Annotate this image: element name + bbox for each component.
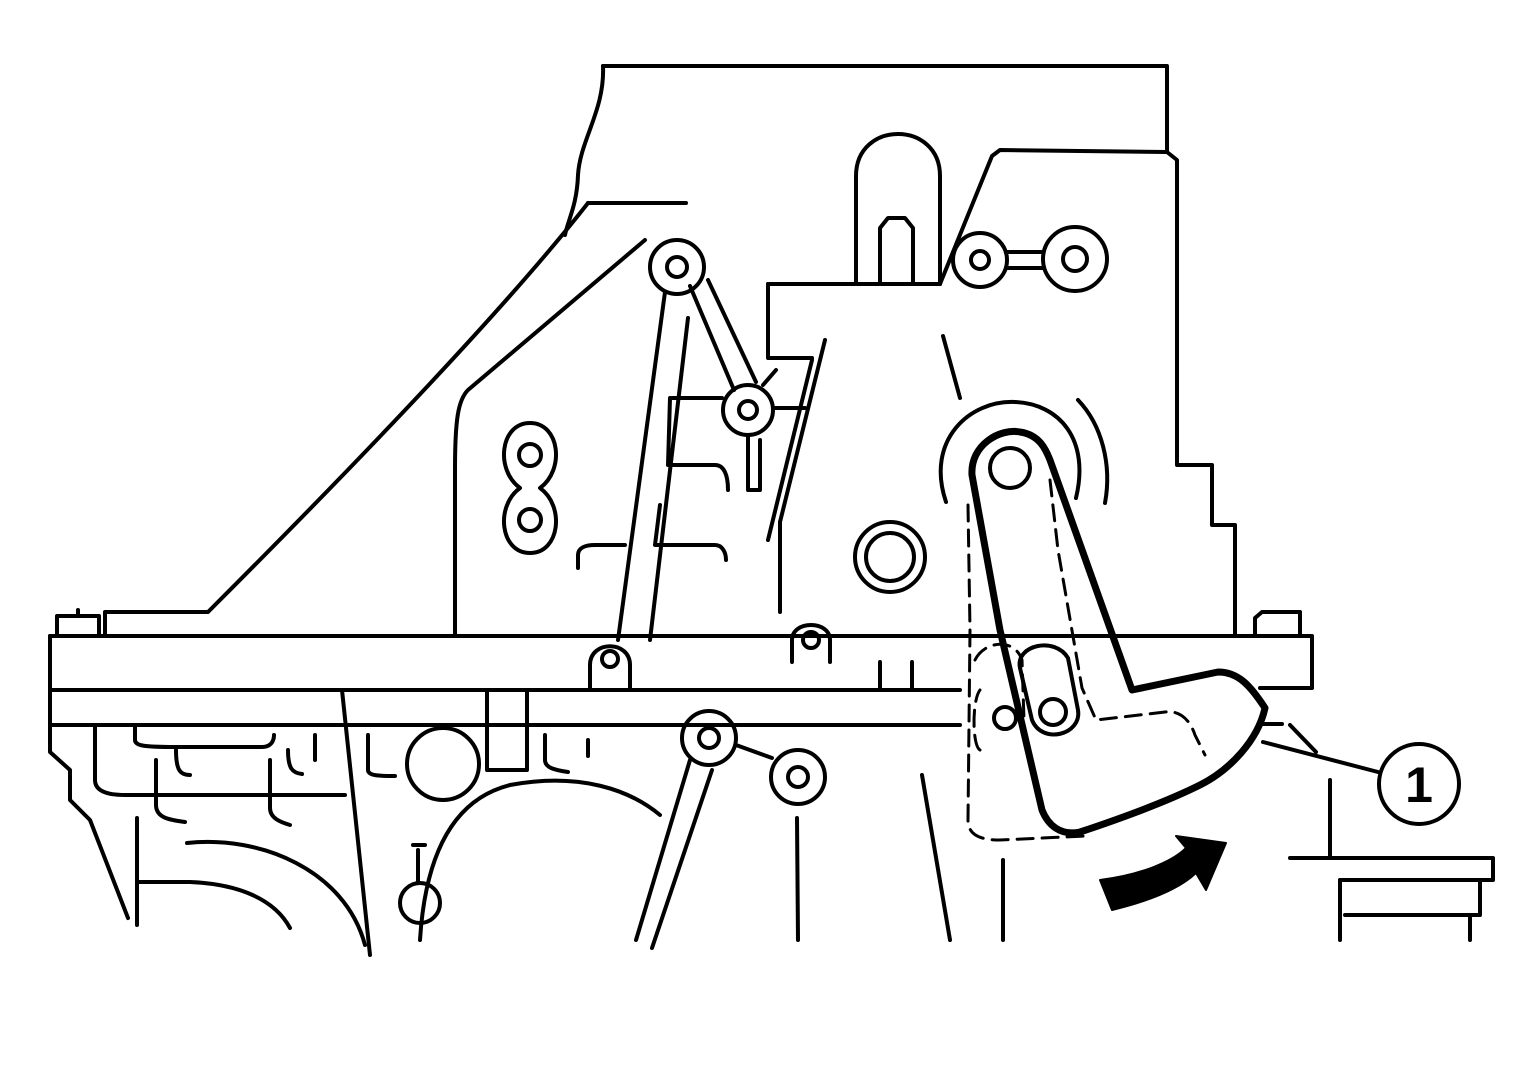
callout-label: 1: [1405, 757, 1433, 813]
linkage-assembly: [576, 238, 827, 642]
top-slot: [854, 132, 942, 286]
center-bolt: [853, 520, 927, 594]
lever-tool: [966, 427, 1269, 842]
rotation-arrow: [1099, 835, 1227, 911]
center-short-line: [941, 334, 962, 400]
top-right-bolts: [951, 225, 1109, 293]
figure-eight-boss: [502, 421, 558, 555]
lower-linkage: [634, 709, 827, 950]
callout-1: 1: [1261, 740, 1461, 826]
callout-leader-line: [1261, 740, 1380, 774]
lever-pivot-boss: [938, 398, 1110, 505]
callout-circle: [1377, 742, 1461, 826]
lower-housing: [48, 688, 1495, 957]
